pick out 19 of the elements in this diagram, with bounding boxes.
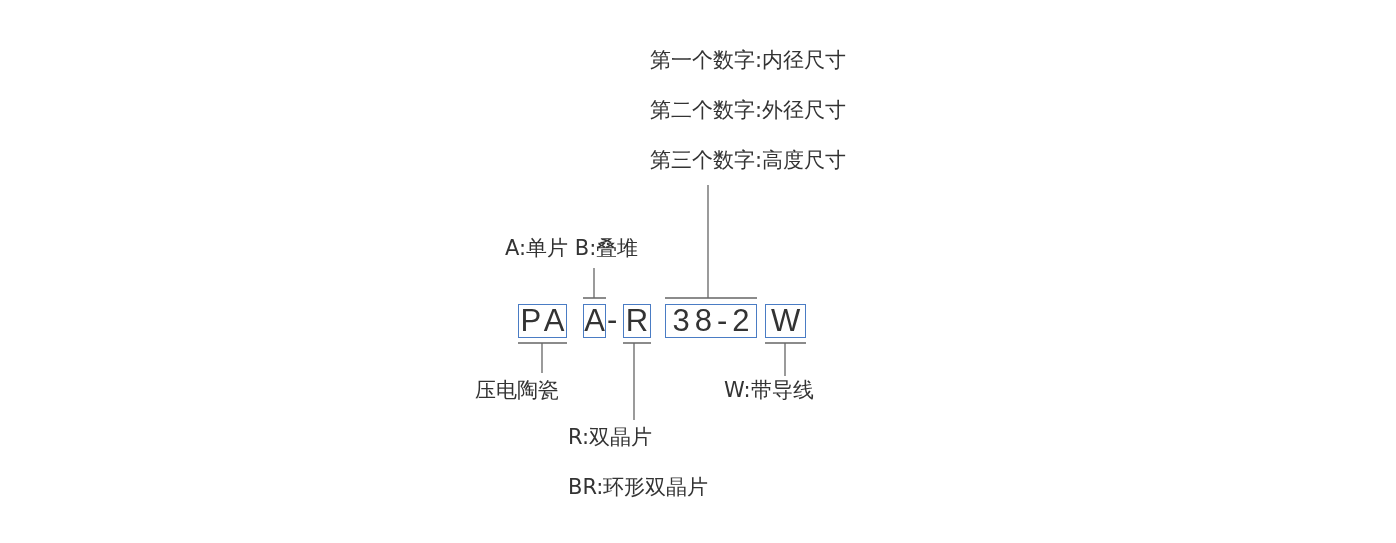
leader-line	[764, 342, 807, 377]
code-segment-box: A	[583, 304, 606, 338]
annotation-text: 第一个数字:内径尺寸	[648, 47, 846, 74]
code-segment-box: W	[765, 304, 806, 338]
annotation-text: W:带导线	[724, 377, 815, 404]
leader-line	[622, 342, 652, 421]
leader-line	[582, 267, 607, 299]
code-segment-box: PA	[518, 304, 567, 338]
hyphen-separator: -	[607, 302, 618, 338]
code-segment-box: R	[623, 304, 651, 338]
leader-line	[664, 184, 758, 299]
annotation-text: 第二个数字:外径尺寸	[648, 97, 846, 124]
annotation-text: A:单片 B:叠堆	[505, 235, 640, 262]
annotation-text: R:双晶片	[568, 424, 654, 451]
code-segment-box: 38-2	[665, 304, 757, 338]
annotation-text: BR:环形双晶片	[568, 474, 710, 501]
annotation-text: 压电陶瓷	[475, 377, 560, 404]
annotation-text: 第三个数字:高度尺寸	[648, 147, 846, 174]
leader-line	[517, 342, 568, 374]
